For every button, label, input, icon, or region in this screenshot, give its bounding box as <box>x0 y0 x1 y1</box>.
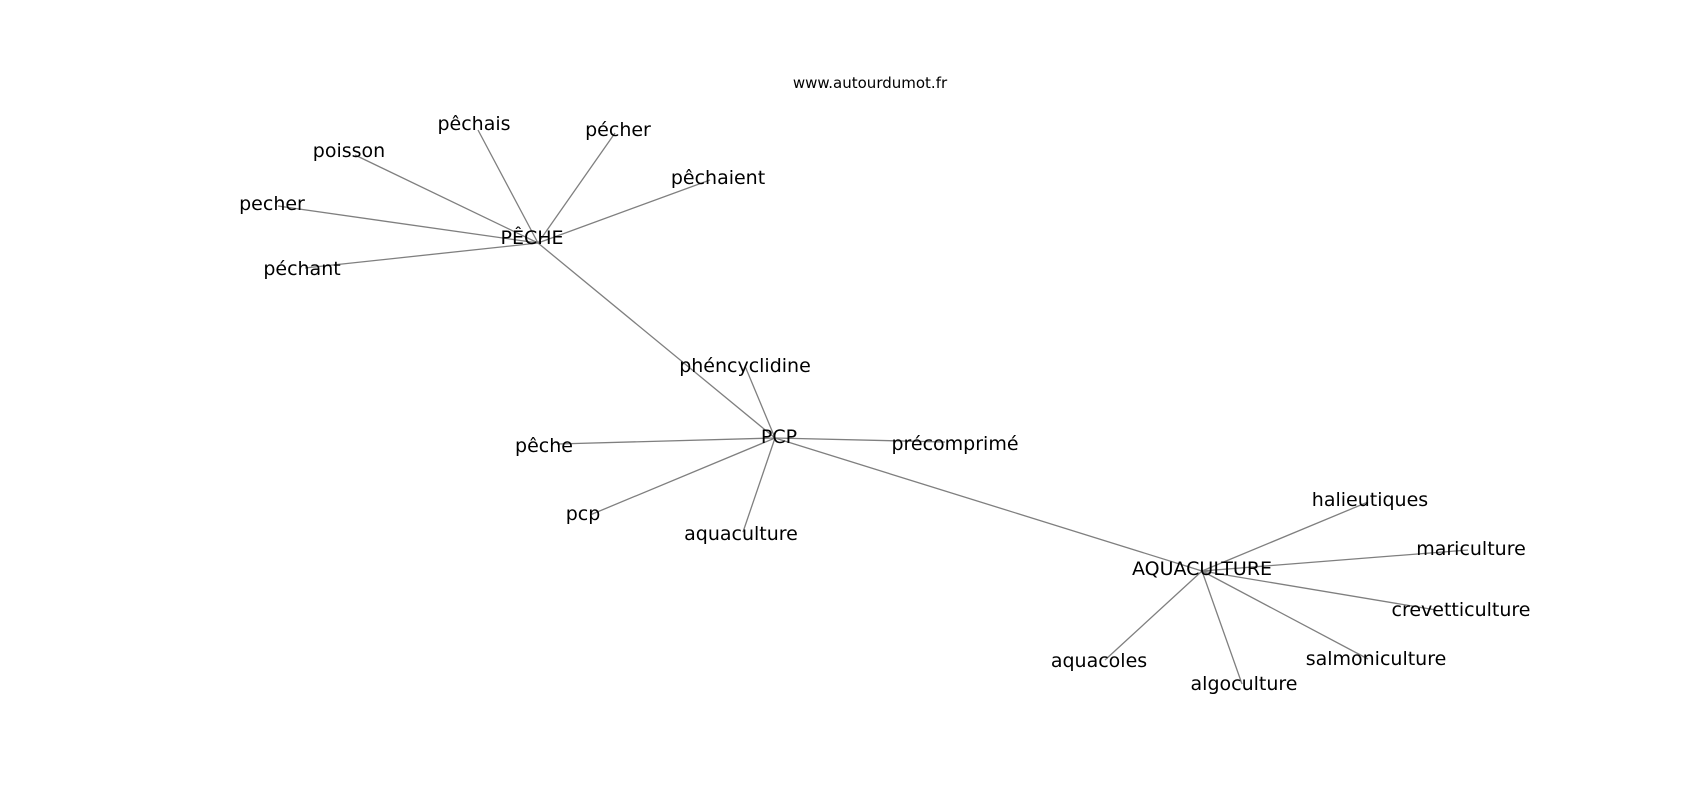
node-label-pcp_hub: PCP <box>761 426 797 448</box>
edge-pcp_hub-aquaculture_lc <box>742 437 776 533</box>
node-label-phencyclidine: phéncyclidine <box>679 355 811 377</box>
node-label-pcp: pcp <box>566 503 601 525</box>
edge-peche_hub-pecher_acc <box>537 132 616 244</box>
node-label-pechaient: pêchaient <box>671 167 765 189</box>
edge-pcp_hub-phencyclidine <box>744 365 776 439</box>
edge-pcp_hub-aquaculture_hub <box>774 437 1203 572</box>
node-label-peche_hub: PÊCHE <box>500 226 563 249</box>
edge-aquaculture_hub-salmoniculture <box>1201 570 1369 660</box>
edge-peche_hub-pcp_hub <box>537 242 776 439</box>
edge-peche_hub-poisson <box>354 154 539 244</box>
edge-pcp_hub-peche <box>556 437 776 445</box>
node-label-algoculture: algoculture <box>1191 673 1298 695</box>
edge-peche_hub-pechais <box>477 129 539 244</box>
label-layer: PÊCHE pêchais pécher poisson pêchaient pecher… <box>239 113 1530 695</box>
edge-aquaculture_hub-aquacoles <box>1104 570 1203 661</box>
edge-layer <box>277 129 1469 685</box>
edge-aquaculture_hub-crevetticulture <box>1201 570 1437 611</box>
site-watermark: www.autourdumot.fr <box>793 74 948 92</box>
node-label-pecher_acc: pécher <box>585 119 651 141</box>
node-label-crevetticulture: crevetticulture <box>1392 599 1531 621</box>
node-label-pecher: pecher <box>239 193 305 215</box>
edge-aquaculture_hub-mariculture <box>1201 549 1469 572</box>
edge-aquaculture_hub-algoculture <box>1201 570 1243 685</box>
node-label-mariculture: mariculture <box>1416 538 1526 560</box>
node-label-peche: pêche <box>515 435 573 457</box>
node-label-aquaculture_lc: aquaculture <box>684 523 798 545</box>
edge-aquaculture_hub-halieutiques <box>1201 501 1369 572</box>
node-label-poisson: poisson <box>313 140 385 162</box>
edge-peche_hub-pechant <box>304 242 539 269</box>
node-label-aquacoles: aquacoles <box>1051 650 1147 672</box>
node-label-pechant: péchant <box>263 258 340 280</box>
edge-pcp_hub-precomprime <box>774 437 946 443</box>
node-label-precomprime: précomprimé <box>891 433 1018 455</box>
node-label-halieutiques: halieutiques <box>1312 489 1428 511</box>
edge-pcp_hub-pcp <box>589 437 776 516</box>
edge-peche_hub-pechaient <box>537 179 711 244</box>
node-label-aquaculture_hub: AQUACULTURE <box>1132 558 1272 580</box>
node-label-pechais: pêchais <box>437 113 510 135</box>
node-label-salmoniculture: salmoniculture <box>1306 648 1447 670</box>
edge-peche_hub-pecher <box>277 205 539 244</box>
